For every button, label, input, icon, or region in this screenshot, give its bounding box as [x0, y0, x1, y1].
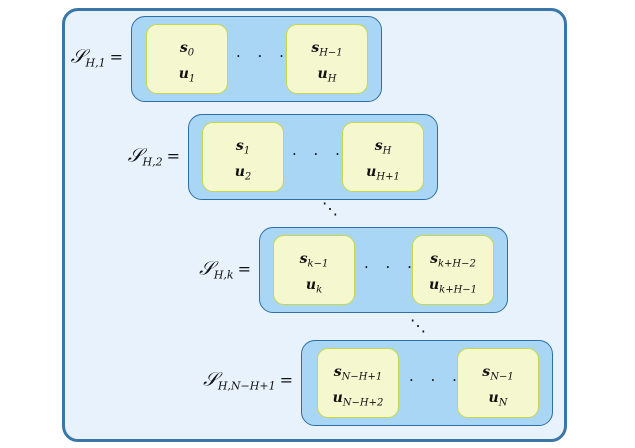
ellipsis: · · · — [364, 258, 418, 276]
set-label-last: 𝒮H,N−H+1= — [203, 368, 293, 393]
input-var: uk — [305, 277, 323, 296]
ellipsis: · · · — [409, 371, 463, 389]
last-pair-card: sH uH+1 — [342, 122, 424, 192]
state-var: sH — [374, 138, 392, 157]
diagonal-ellipsis-1: ⋱ — [322, 199, 338, 218]
input-var: u1 — [178, 66, 196, 85]
input-var: uN — [488, 390, 508, 409]
ellipsis: · · · — [292, 145, 346, 163]
first-pair-card: sN−H+1 uN−H+2 — [317, 348, 399, 418]
equals-sign: = — [279, 370, 293, 390]
equals-sign: = — [237, 259, 251, 279]
input-var: u2 — [234, 164, 252, 183]
equals-sign: = — [109, 47, 123, 67]
set-symbol: 𝒮 — [70, 45, 86, 68]
first-pair-card: sk−1 uk — [273, 235, 355, 305]
equals-sign: = — [166, 146, 180, 166]
state-var: sN−H+1 — [333, 364, 383, 383]
input-var: uN−H+2 — [332, 390, 384, 409]
set-subscript: H,k — [213, 268, 234, 282]
state-var: s1 — [235, 138, 251, 157]
last-pair-card: sN−1 uN — [457, 348, 539, 418]
window-group-k: sk−1 uk · · · sk+H−2 uk+H−1 — [259, 227, 508, 313]
set-subscript: H,2 — [142, 155, 163, 169]
state-var: sN−1 — [482, 364, 514, 383]
window-group-2: s1 u2 · · · sH uH+1 — [188, 114, 438, 200]
last-pair-card: sk+H−2 uk+H−1 — [412, 235, 494, 305]
state-var: s0 — [179, 40, 195, 59]
ellipsis: · · · — [236, 47, 290, 65]
set-label-k: 𝒮H,k= — [199, 257, 251, 282]
state-var: sH−1 — [311, 40, 343, 59]
set-symbol: 𝒮 — [199, 257, 214, 280]
input-var: uH+1 — [366, 164, 400, 183]
set-label-1: 𝒮H,1= — [70, 45, 123, 70]
first-pair-card: s0 u1 — [146, 24, 228, 94]
first-pair-card: s1 u2 — [202, 122, 284, 192]
state-var: sk−1 — [299, 251, 329, 270]
set-label-2: 𝒮H,2= — [127, 144, 180, 169]
window-group-last: sN−H+1 uN−H+2 · · · sN−1 uN — [301, 340, 553, 426]
input-var: uk+H−1 — [428, 277, 478, 296]
state-var: sk+H−2 — [430, 251, 476, 270]
set-symbol: 𝒮 — [203, 368, 218, 391]
set-subscript: H,N−H+1 — [217, 379, 276, 393]
set-subscript: H,1 — [85, 56, 106, 70]
window-group-1: s0 u1 · · · sH−1 uH — [131, 16, 382, 102]
diagonal-ellipsis-2: ⋱ — [410, 316, 426, 335]
set-symbol: 𝒮 — [127, 144, 143, 167]
last-pair-card: sH−1 uH — [286, 24, 368, 94]
input-var: uH — [317, 66, 337, 85]
